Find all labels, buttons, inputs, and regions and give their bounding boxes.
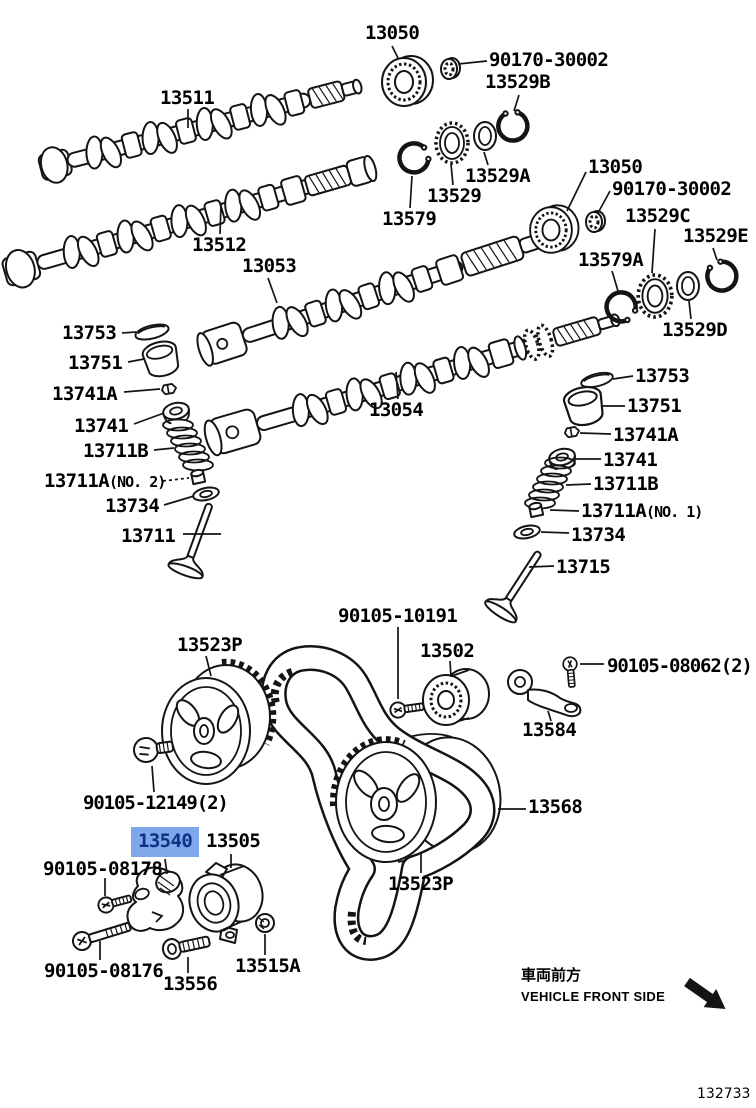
camshaft-13511: [37, 78, 363, 184]
part-label-13529[interactable]: 13529: [427, 185, 482, 207]
plug-90170-30002-top: [439, 56, 462, 81]
front-note-english: VEHICLE FRONT SIDE: [521, 989, 666, 1004]
washer-13529: [434, 121, 470, 165]
part-label-13540-highlighted[interactable]: 13540: [131, 827, 200, 857]
idler-pulley-13502: [422, 668, 490, 726]
part-label-13515A[interactable]: 13515A: [235, 955, 301, 977]
part-label-13556[interactable]: 13556: [163, 973, 218, 995]
part-label-13523P-bottom[interactable]: 13523P: [388, 873, 454, 895]
part-label-90170-30002-right[interactable]: 90170-30002: [612, 178, 732, 200]
part-label-13579[interactable]: 13579: [382, 208, 437, 230]
part-label-13741-right[interactable]: 13741: [603, 449, 658, 471]
part-label-13529B[interactable]: 13529B: [485, 71, 551, 93]
timing-belt-13568: [260, 645, 496, 961]
part-label-13734-left[interactable]: 13734: [105, 495, 160, 517]
part-label-13568[interactable]: 13568: [528, 796, 583, 818]
valve-train-right: [481, 369, 616, 627]
part-label-13715[interactable]: 13715: [556, 556, 611, 578]
part-label-13529E[interactable]: 13529E: [683, 225, 749, 247]
part-label-90105-08062[interactable]: 90105-08062(2): [607, 655, 753, 677]
bolt-90105-08062: [561, 655, 580, 689]
grommet-13515A: [255, 913, 275, 933]
part-label-13053[interactable]: 13053: [242, 255, 297, 277]
camshaft-13054: [203, 313, 621, 457]
part-label-90105-08178[interactable]: 90105-08178: [43, 858, 163, 880]
part-label-13054[interactable]: 13054: [369, 399, 424, 421]
part-label-13751-left[interactable]: 13751: [68, 352, 123, 374]
part-label-13741-left[interactable]: 13741: [74, 415, 129, 437]
front-direction-arrow: [684, 977, 726, 1009]
camshaft-timing-pulley: [161, 658, 277, 785]
part-label-13711[interactable]: 13711: [121, 525, 176, 547]
crankshaft-timing-pulley: [329, 736, 437, 863]
part-label-90105-12149[interactable]: 90105-12149(2): [83, 792, 229, 814]
ring-13529D: [676, 271, 700, 301]
part-label-13741A-right[interactable]: 13741A: [613, 424, 679, 446]
bolt-90105-10191: [388, 697, 426, 720]
part-label-13741A-left[interactable]: 13741A: [52, 383, 118, 405]
plug-90170-30002-right: [584, 209, 607, 234]
snap-ring-13529E: [700, 254, 742, 296]
part-label-13734-right[interactable]: 13734: [571, 524, 626, 546]
part-label-13523P-top[interactable]: 13523P: [177, 634, 243, 656]
tensioner-damper-13505: [188, 862, 264, 944]
part-label-13502[interactable]: 13502: [420, 640, 475, 662]
bolt-13556: [161, 935, 211, 960]
part-label-13050-top[interactable]: 13050: [365, 22, 420, 44]
snap-ring-13579: [394, 137, 435, 177]
part-label-13529C[interactable]: 13529C: [625, 205, 691, 227]
part-label-13751-right[interactable]: 13751: [627, 395, 682, 417]
front-note-japanese: 車両前方: [521, 966, 582, 984]
part-label-13711A-no1[interactable]: 13711A(NO. 1): [581, 500, 703, 522]
snap-ring-13529B: [495, 107, 531, 144]
camshaft-13512: [1, 154, 378, 289]
figure-code: 132733: [697, 1086, 751, 1102]
leader-lines: [99, 45, 718, 973]
part-label-13753-right[interactable]: 13753: [635, 365, 690, 387]
part-label-13511[interactable]: 13511: [160, 87, 215, 109]
part-label-13711B-left[interactable]: 13711B: [83, 440, 149, 462]
part-label-13711A-no2[interactable]: 13711A(NO. 2): [44, 470, 166, 492]
part-label-90105-08176[interactable]: 90105-08176: [44, 960, 164, 982]
part-label-90170-30002-top[interactable]: 90170-30002: [489, 49, 609, 71]
washer-13529C: [636, 273, 674, 319]
part-label-13505[interactable]: 13505: [206, 830, 261, 852]
part-label-13579A[interactable]: 13579A: [578, 249, 644, 271]
part-label-13753-left[interactable]: 13753: [62, 322, 117, 344]
part-label-13711B-right[interactable]: 13711B: [593, 473, 659, 495]
belt-tensioner-13540: [126, 866, 184, 932]
part-label-13529D[interactable]: 13529D: [662, 319, 728, 341]
bolt-90105-08176: [72, 922, 132, 951]
bearing-13050-top: [380, 54, 435, 108]
bracket-13584: [507, 669, 582, 718]
ring-13529A: [473, 121, 497, 151]
part-label-13050-right[interactable]: 13050: [588, 156, 643, 178]
part-label-13512[interactable]: 13512: [192, 234, 247, 256]
part-label-90105-10191[interactable]: 90105-10191: [338, 605, 458, 627]
part-label-13584[interactable]: 13584: [522, 719, 577, 741]
bearing-13050-right: [528, 203, 580, 255]
part-label-13529A[interactable]: 13529A: [465, 165, 531, 187]
